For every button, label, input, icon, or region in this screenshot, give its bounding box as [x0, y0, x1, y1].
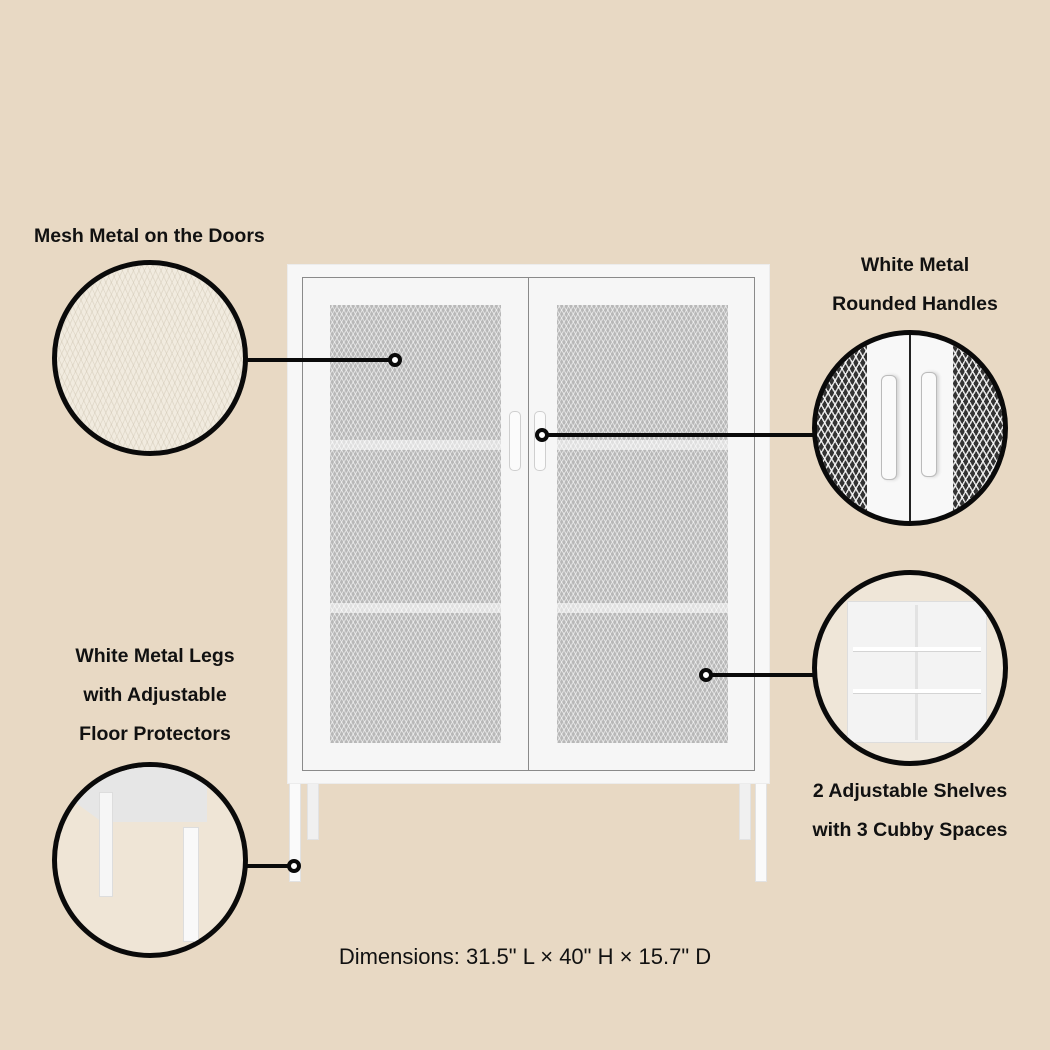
legs-detail-circle — [52, 762, 248, 958]
left-door-mesh-panel — [330, 305, 501, 743]
handles-callout-line — [546, 433, 814, 437]
mesh-callout-title: Mesh Metal on the Doors — [34, 225, 265, 247]
legs-cabinet-underside — [57, 767, 207, 822]
legs-zoom-front-leg — [183, 827, 199, 942]
handles-detail-circle — [812, 330, 1008, 526]
legs-callout-dot — [287, 859, 301, 873]
handles-callout-dot — [535, 428, 549, 442]
mesh-callout-line — [246, 358, 392, 362]
handles-mesh-left — [817, 335, 867, 521]
handle-right-zoom — [921, 372, 937, 477]
shelves-title-line2: with 3 Cubby Spaces — [812, 819, 1008, 841]
left-door[interactable] — [303, 278, 529, 770]
cabinet-image — [287, 264, 770, 884]
legs-zoom-back-leg — [99, 792, 113, 897]
handles-callout-title: White Metal Rounded Handles — [810, 246, 1020, 324]
cabinet-leg-front-right — [755, 774, 767, 882]
shelves-detail-circle — [812, 570, 1008, 766]
handles-mesh-right — [953, 335, 1003, 521]
shelves-divider — [915, 605, 918, 740]
dimensions-text: Dimensions: 31.5" L × 40" H × 15.7" D — [338, 944, 712, 969]
mesh-detail-circle — [52, 260, 248, 456]
right-door[interactable] — [530, 278, 755, 770]
right-shelf-shadow-upper — [557, 440, 728, 450]
shelves-callout-title: 2 Adjustable Shelves with 3 Cubby Spaces — [790, 772, 1030, 850]
handle-left-zoom — [881, 375, 897, 480]
handles-door-seam — [909, 335, 911, 521]
handles-title-line2: Rounded Handles — [832, 293, 998, 315]
legs-title-line3: Floor Protectors — [79, 723, 231, 745]
mesh-callout-dot — [388, 353, 402, 367]
shelf-upper — [853, 647, 981, 652]
handles-title-line1: White Metal — [860, 254, 970, 276]
left-shelf-shadow-upper — [330, 440, 501, 450]
shelves-title-line1: 2 Adjustable Shelves — [812, 780, 1008, 802]
legs-title-line1: White Metal Legs — [75, 645, 235, 667]
shelves-callout-line — [710, 673, 814, 677]
legs-callout-title: White Metal Legs with Adjustable Floor P… — [50, 637, 260, 754]
left-shelf-shadow-lower — [330, 603, 501, 613]
left-door-handle[interactable] — [509, 411, 521, 471]
right-shelf-shadow-lower — [557, 603, 728, 613]
legs-callout-line — [246, 864, 290, 868]
shelf-lower — [853, 689, 981, 694]
shelves-callout-dot — [699, 668, 713, 682]
legs-title-line2: with Adjustable — [83, 684, 227, 706]
